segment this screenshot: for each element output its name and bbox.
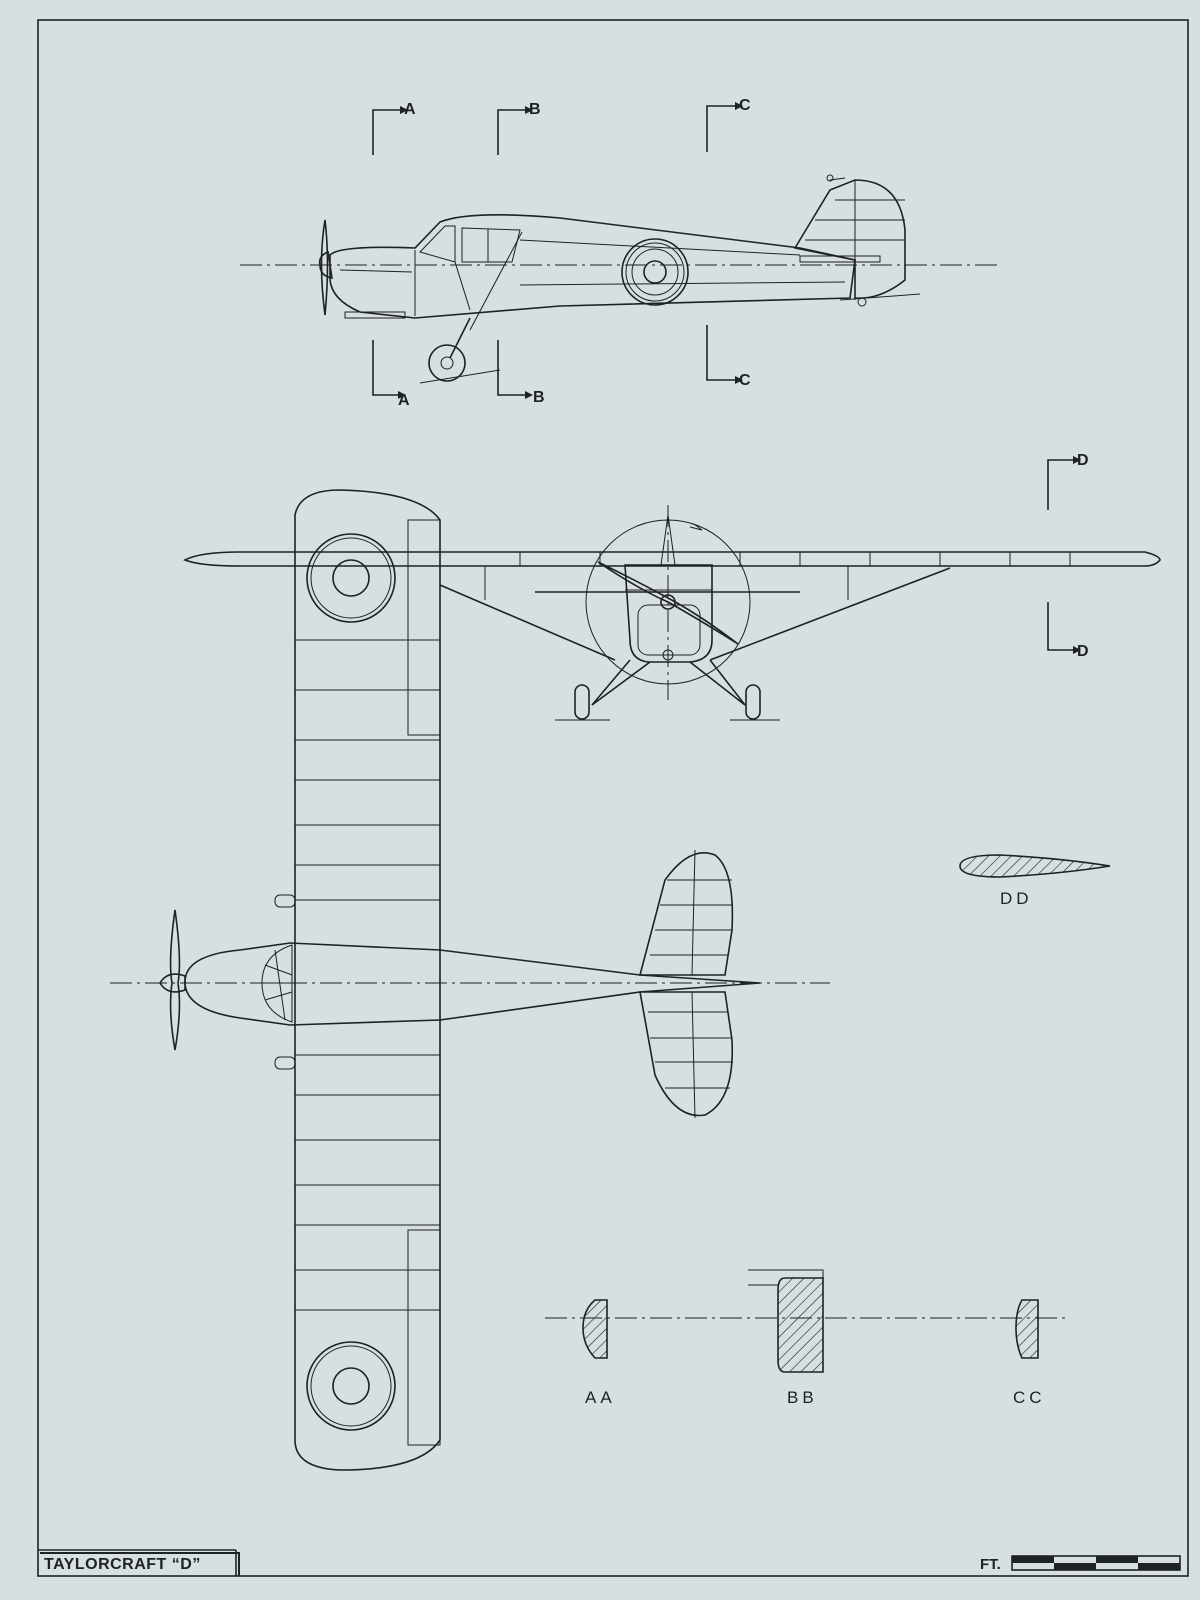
wing-roundel-top-icon <box>306 533 396 623</box>
section-marker-d-bottom: D <box>1047 602 1089 660</box>
svg-text:A: A <box>398 392 410 409</box>
svg-text:C: C <box>739 97 751 114</box>
fuselage-roundel-icon <box>621 238 689 306</box>
section-dd-label: DD <box>1000 889 1033 908</box>
svg-text:D: D <box>1077 643 1089 660</box>
wing-roundel-bottom-icon <box>306 1341 396 1431</box>
airfoil-section-dd: DD <box>959 854 1111 908</box>
strut-section-aa: AA <box>582 1299 616 1407</box>
sheet-border <box>37 19 1189 1577</box>
svg-text:B: B <box>529 101 541 118</box>
section-marker-a-top: A <box>372 101 416 155</box>
section-marker-c-bottom: C <box>706 325 751 389</box>
section-cc-label: CC <box>1013 1388 1046 1407</box>
section-marker-c-top: C <box>706 97 751 152</box>
plan-view <box>110 489 830 1471</box>
scale-bar <box>1011 1555 1181 1571</box>
section-bb-label: BB <box>787 1388 818 1407</box>
svg-text:D: D <box>1077 452 1089 469</box>
strut-section-cc: CC <box>1013 1299 1046 1407</box>
section-aa-label: AA <box>585 1388 616 1407</box>
marker-a-label: A <box>404 101 416 118</box>
scale-label: FT. <box>980 1556 1001 1573</box>
side-view <box>240 174 1000 384</box>
svg-text:B: B <box>533 389 545 406</box>
section-marker-b-top: B <box>497 101 541 155</box>
drawing-title: TAYLORCRAFT “D” <box>40 1552 240 1576</box>
svg-text:C: C <box>739 372 751 389</box>
fuselage-section-bb: BB <box>748 1269 824 1407</box>
section-marker-d-top: D <box>1047 452 1089 510</box>
section-marker-a-bottom: A <box>372 340 410 409</box>
section-marker-b-bottom: B <box>497 340 545 406</box>
